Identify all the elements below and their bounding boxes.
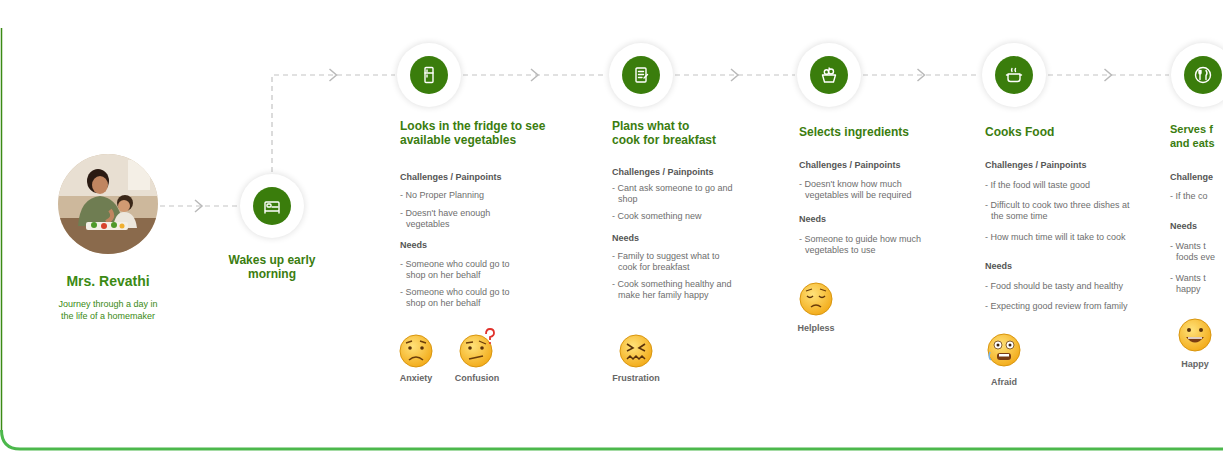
- arrow-head: [1105, 69, 1112, 81]
- list-item: - Food should be tasty and healthy: [985, 281, 1143, 292]
- step-circle: Looks in the fridge to see available veg…: [397, 43, 461, 107]
- journey-connector: [863, 69, 980, 81]
- emotion-label: Afraid: [974, 377, 1034, 388]
- list-item: - If the food will taste good: [985, 180, 1143, 191]
- section-heading: Challenges / Painpoints: [985, 160, 1115, 171]
- step-title: Looks in the fridge to see available veg…: [400, 119, 565, 147]
- step-circle: Cooks Food: [982, 43, 1046, 107]
- section-heading: Needs: [1170, 221, 1220, 232]
- emotion-label: Helpless: [786, 323, 846, 334]
- list-item: - Wants t foods eve: [1170, 241, 1220, 263]
- dashed-line: [863, 74, 980, 75]
- arrow-head: [731, 69, 738, 81]
- step-icon: [631, 65, 651, 85]
- section-heading: Needs: [799, 214, 909, 225]
- emotion-label: Frustration: [606, 373, 666, 384]
- step-icon: [419, 65, 439, 85]
- step-disc: [622, 56, 660, 94]
- happy-face: [1179, 319, 1211, 351]
- list-item: - Cook something healthy and make her fa…: [612, 279, 736, 301]
- list-item: - Doesn't know how much vegetables will …: [799, 179, 925, 201]
- helpless-face: [800, 283, 832, 315]
- arrow-head: [330, 69, 337, 81]
- emotion-label: Anxiety: [386, 373, 446, 384]
- section-heading: Challenges / Painpoints: [799, 160, 929, 171]
- list-item: - Doesn't have enough vegetables: [400, 208, 510, 230]
- confused-face: [460, 329, 494, 367]
- step-circle: Selects ingredients: [797, 43, 861, 107]
- step-circle: Wakes up early morning: [240, 174, 304, 238]
- dashed-line: [272, 75, 395, 172]
- journey-connector: [463, 69, 607, 81]
- step-icon: [1193, 65, 1213, 85]
- list-item: - Expecting good review from family: [985, 301, 1143, 312]
- arrow-head: [195, 200, 202, 212]
- list-item: - Family to suggest what to cook for bre…: [612, 251, 736, 273]
- step-title: Serves f and eats: [1170, 122, 1220, 150]
- journey-connector: [1048, 69, 1169, 81]
- emotion-label: Confusion: [447, 373, 507, 384]
- persona-photo: [58, 154, 158, 254]
- step-disc: [810, 56, 848, 94]
- section-heading: Challenges / Painpoints: [612, 167, 742, 178]
- step-icon: [262, 196, 282, 216]
- list-item: - Cant ask someone to go and shop: [612, 183, 736, 205]
- arrow-head: [531, 69, 538, 81]
- step-disc: [253, 187, 291, 225]
- arrow-head: [918, 69, 925, 81]
- dashed-line: [160, 205, 238, 206]
- list-item: - Cook something new: [612, 211, 736, 222]
- worried-face: [400, 335, 432, 367]
- dashed-line: [675, 74, 795, 75]
- step-title: Wakes up early morning: [228, 253, 316, 281]
- journey-connector: [675, 69, 795, 81]
- step-icon: [819, 65, 839, 85]
- step-circle: Serves f and eats: [1171, 43, 1223, 107]
- persona-circle: Mrs. RevathiJourney through a day in the…: [58, 154, 158, 254]
- step-title: Selects ingredients: [799, 125, 949, 139]
- list-item: - No Proper Planning: [400, 190, 510, 201]
- journey-connector: [272, 69, 395, 172]
- step-disc: [410, 56, 448, 94]
- step-icon: [1004, 65, 1024, 85]
- list-item: - If the co: [1170, 191, 1220, 202]
- step-disc: [1184, 56, 1222, 94]
- step-disc: [995, 56, 1033, 94]
- persona-subtitle: Journey through a day in the life of a h…: [58, 298, 158, 322]
- list-item: - Someone to guide how much vegetables t…: [799, 234, 925, 256]
- list-item: - Wants t happy: [1170, 273, 1220, 295]
- step-title: Plans what to cook for breakfast: [612, 119, 718, 147]
- section-heading: Challenges / Painpoints: [400, 172, 530, 183]
- afraid-face: [988, 334, 1020, 366]
- section-heading: Needs: [400, 240, 510, 251]
- step-circle: Plans what to cook for breakfast: [609, 43, 673, 107]
- list-item: - Someone who could go to shop on her be…: [400, 259, 510, 281]
- section-heading: Challenge: [1170, 172, 1220, 183]
- emotion-label: Happy: [1170, 359, 1220, 370]
- dashed-line: [463, 74, 607, 75]
- list-item: - How much time will it take to cook: [985, 232, 1143, 243]
- list-item: - Difficult to cook two three dishes at …: [985, 200, 1143, 222]
- journey-connector: [160, 200, 238, 212]
- persona-name: Mrs. Revathi: [43, 273, 173, 289]
- step-title: Cooks Food: [985, 125, 1125, 139]
- list-item: - Someone who could go to shop on her be…: [400, 287, 510, 309]
- dashed-line: [1048, 74, 1169, 75]
- section-heading: Needs: [985, 261, 1095, 272]
- section-heading: Needs: [612, 233, 722, 244]
- frustrated-face: [620, 335, 652, 367]
